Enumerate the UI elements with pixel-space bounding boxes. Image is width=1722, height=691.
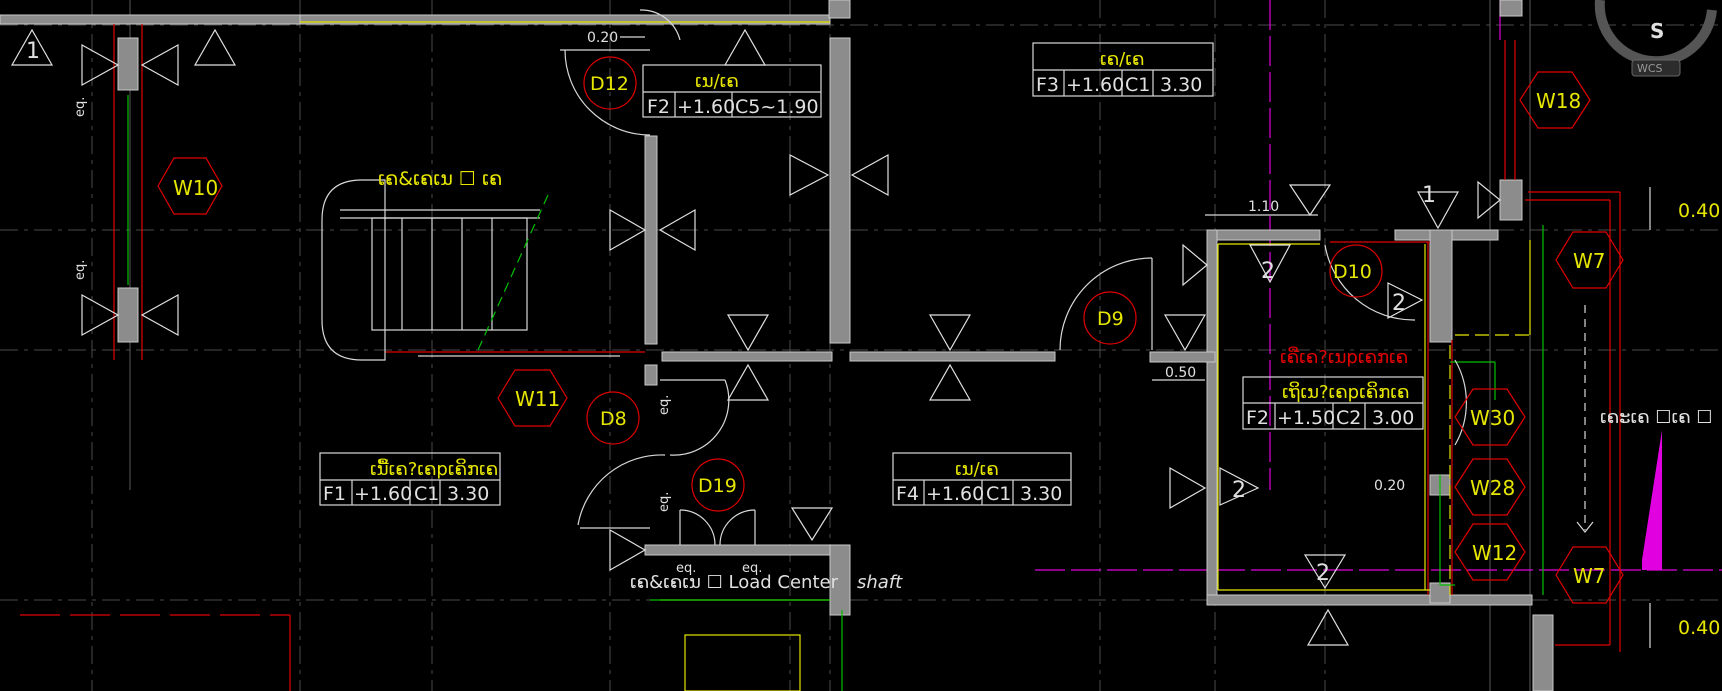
viewcube[interactable]: S WCS: [1594, 0, 1717, 77]
room-ceiling: C5~1.90: [735, 96, 819, 118]
load-center-label: ເຄ&ເຄເນ ☐ Load Center: [630, 572, 839, 593]
door-tag-d8: D8: [600, 408, 627, 430]
door-tag-d10: D10: [1333, 261, 1372, 283]
room-floor-code: F1: [323, 483, 346, 505]
room-floor-code: F3: [1036, 74, 1059, 96]
door-tag-d12: D12: [590, 73, 629, 95]
dimensions: 0.20 1.10 0.50 0.20 0.40 0.40 eq. eq. eq…: [73, 30, 1720, 648]
window-tag-w28: W28: [1470, 476, 1515, 500]
room-floor-code: F2: [647, 96, 670, 118]
colored-outlines: [20, 21, 1621, 691]
section-mark-numbers: 1 2 1 2 2 2: [26, 39, 1436, 586]
walls: [0, 0, 1554, 691]
eq-label: eq.: [676, 561, 696, 576]
dim-110: 1.10: [1248, 199, 1279, 215]
room-tag-3: ເຖິເນ?ເຄpເຄິກເຄ F2 +1.50 C2 3.00: [1242, 376, 1424, 430]
wcs-label: WCS: [1637, 62, 1663, 75]
room-name: ເນ/ເຄ: [955, 459, 999, 480]
window-tag-w18: W18: [1536, 89, 1581, 113]
stair: [321, 179, 620, 361]
eq-label: eq.: [73, 97, 88, 117]
wcs-button[interactable]: [1631, 59, 1681, 77]
dim-040-bottom: 0.40: [1678, 617, 1720, 639]
room-ceiling-code: C2: [1336, 407, 1361, 429]
room-tag-5: ເນ/ເຄ F4 +1.60 C1 3.30: [892, 452, 1072, 506]
dim-040-top: 0.40: [1678, 200, 1720, 222]
dim-020-right: 0.20: [1374, 478, 1405, 494]
window-tag-w10: W10: [173, 176, 218, 200]
window-tag-w11: W11: [515, 387, 560, 411]
eq-label: eq.: [657, 395, 672, 415]
room-tag-2: ເຄ/ເຄ F3 +1.60 C1 3.30: [1032, 42, 1214, 97]
door-swings: [560, 9, 1467, 546]
room-ceiling-code: C1: [414, 483, 439, 505]
room-ceiling-code: C1: [1125, 74, 1150, 96]
room-floor-level: +1.50: [1277, 407, 1335, 429]
stair-label: ເຄ&ເຄເນ ☐ ເຄ: [378, 168, 502, 190]
room-name: ເນື້ເຄ?ເຄpເຄິກເຄ: [370, 459, 498, 480]
room-tag-1: ເນ/ເຄ F2 +1.60 C5~1.90: [642, 64, 822, 118]
section-mark-label: 2: [1316, 561, 1330, 586]
room-floor-level: +1.60: [677, 96, 735, 118]
section-mark-label: 1: [1422, 183, 1436, 208]
section-mark-label: 1: [26, 39, 40, 64]
eq-label: eq.: [742, 561, 762, 576]
room-name: ເຄ/ເຄ: [1100, 49, 1144, 70]
dim-020-top: 0.20: [587, 30, 618, 46]
section-marks: [10, 28, 1501, 646]
room-ceiling-height: 3.30: [447, 483, 489, 505]
section-mark-label: 2: [1232, 478, 1246, 503]
room-floor-level: +1.60: [1066, 74, 1124, 96]
section-mark-label: 2: [1261, 259, 1275, 284]
window-tag-w30: W30: [1470, 406, 1515, 430]
room-ceiling-code: C1: [986, 483, 1011, 505]
room-floor-level: +1.60: [354, 483, 412, 505]
magenta-fill-wedge: [1642, 430, 1662, 570]
shaft-room-label: ເຄະເຄ ☐ເຄ ☐: [1600, 407, 1713, 428]
compass-south-label[interactable]: S: [1650, 19, 1664, 43]
dim-050: 0.50: [1165, 365, 1196, 381]
room-floor-code: F2: [1246, 407, 1269, 429]
room-ceiling-height: 3.30: [1160, 74, 1202, 96]
eq-label: eq.: [73, 260, 88, 280]
door-tags: D12 D9 D10 D8 D19: [583, 56, 1383, 512]
section-mark-label: 2: [1392, 291, 1406, 316]
eq-label: eq.: [657, 492, 672, 512]
room-ceiling-height: 3.30: [1020, 483, 1062, 505]
door-tag-d9: D9: [1097, 308, 1124, 330]
door-tag-d19: D19: [698, 475, 737, 497]
labels: ເຄ&ເຄເນ ☐ ເຄ ເຄືເຄ?ເນpເຄກເຄ ເຄ&ເຄເນ ☐ Lo…: [378, 168, 1713, 593]
room-label-red: ເຄືເຄ?ເນpເຄກເຄ: [1280, 347, 1408, 368]
room-floor-code: F4: [896, 483, 919, 505]
room-tag-4: ເນື້ເຄ?ເຄpເຄິກເຄ F1 +1.60 C1 3.30: [319, 452, 501, 506]
room-tags: ເນ/ເຄ F2 +1.60 C5~1.90 ເຄ/ເຄ F3 +1.60 C1…: [319, 42, 1424, 506]
window-tag-w12: W12: [1472, 541, 1517, 565]
room-floor-level: +1.60: [926, 483, 984, 505]
room-ceiling-height: 3.00: [1372, 407, 1414, 429]
window-tag-w7-top: W7: [1573, 249, 1606, 273]
window-tags: W10 W11 W18 W7 W30 W28 W12 W7: [157, 71, 1624, 604]
shaft-label: shaft: [857, 572, 903, 593]
room-name: ເນ/ເຄ: [695, 71, 739, 92]
window-tag-w7-bottom: W7: [1573, 564, 1606, 588]
room-name: ເຖິເນ?ເຄpເຄິກເຄ: [1282, 382, 1409, 403]
